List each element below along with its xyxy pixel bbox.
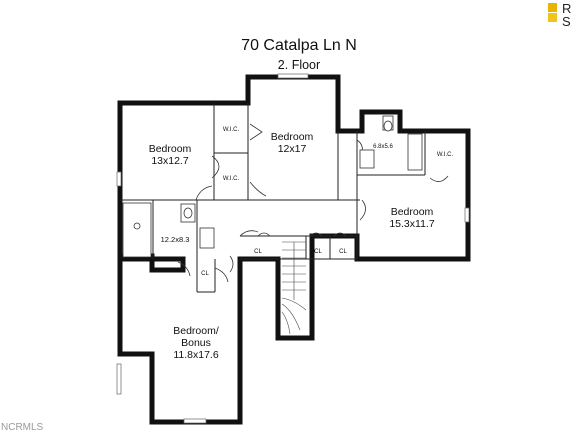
room-bedroom-center-dims: 12x17 xyxy=(278,143,307,155)
staircase xyxy=(281,241,307,335)
wic-label-2: W.I.C. xyxy=(223,176,240,182)
logo-line-1: R xyxy=(562,1,571,16)
brand-logo: R S xyxy=(548,1,571,29)
bath-fixtures xyxy=(122,115,423,258)
room-bonus-name-2: Bonus xyxy=(181,337,211,349)
room-bedroom-nw-name: Bedroom xyxy=(149,143,192,155)
plan-floor: 2. Floor xyxy=(278,58,320,72)
room-bedroom-east-name: Bedroom xyxy=(391,206,434,218)
cl-label-4: CL xyxy=(339,249,347,255)
room-bonus-name: Bedroom/ xyxy=(173,325,219,337)
room-bedroom-nw-dims: 13x12.7 xyxy=(151,155,189,167)
wic-label-3: W.I.C. xyxy=(437,152,454,158)
cl-label-1: CL xyxy=(201,271,209,277)
exterior-walls xyxy=(117,74,471,425)
bath-west-dims: 12.2x8.3 xyxy=(161,235,190,244)
cl-label-3: CL xyxy=(314,249,322,255)
room-bedroom-center-name: Bedroom xyxy=(271,131,314,143)
windows xyxy=(116,73,470,424)
bath-east-dims: 6.8x5.6 xyxy=(373,144,393,150)
cl-label-2: CL xyxy=(254,249,262,255)
mls-watermark: NCRMLS xyxy=(1,422,44,432)
room-bonus-dims: 11.8x17.6 xyxy=(173,349,219,361)
doors xyxy=(177,123,449,283)
interior-walls xyxy=(120,103,426,293)
logo-line-2: S xyxy=(562,14,571,29)
wic-label-1: W.I.C. xyxy=(223,127,240,133)
room-bedroom-east-dims: 15.3x11.7 xyxy=(389,218,435,230)
plan-address: 70 Catalpa Ln N xyxy=(241,37,357,54)
